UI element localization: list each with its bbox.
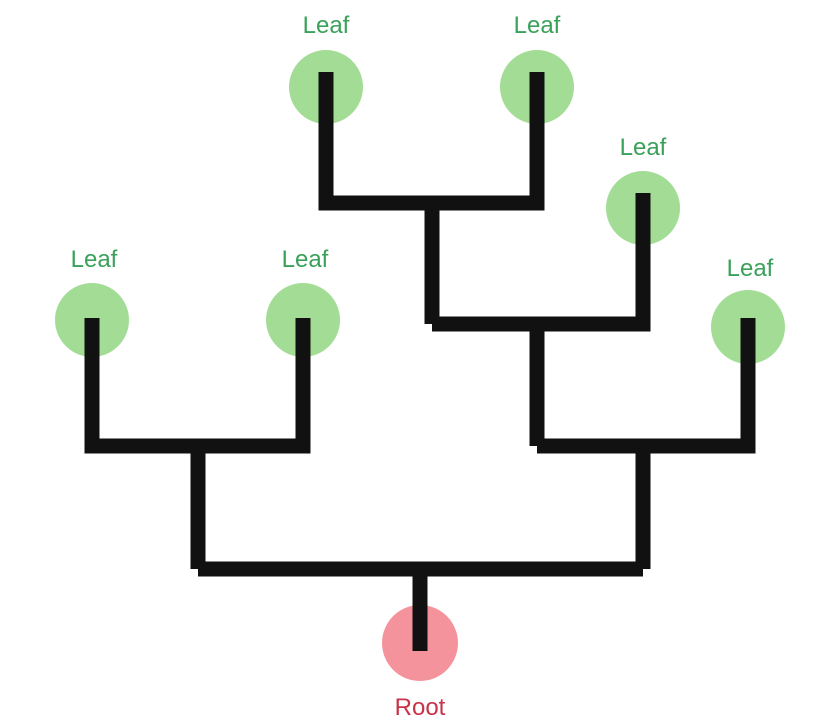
branches (84, 72, 756, 651)
leaf-label-4: Leaf (71, 246, 118, 273)
root-label: Root (395, 694, 446, 721)
branch-mid (432, 193, 651, 332)
leaf-label-6: Leaf (727, 255, 774, 282)
node-labels: Leaf Leaf Leaf Leaf Leaf Leaf Root (71, 12, 774, 721)
leaf-label-3: Leaf (620, 134, 667, 161)
leaf-label-1: Leaf (303, 12, 350, 39)
leaf-label-5: Leaf (282, 246, 329, 273)
leaf-label-2: Leaf (514, 12, 561, 39)
branch-right (537, 318, 756, 454)
